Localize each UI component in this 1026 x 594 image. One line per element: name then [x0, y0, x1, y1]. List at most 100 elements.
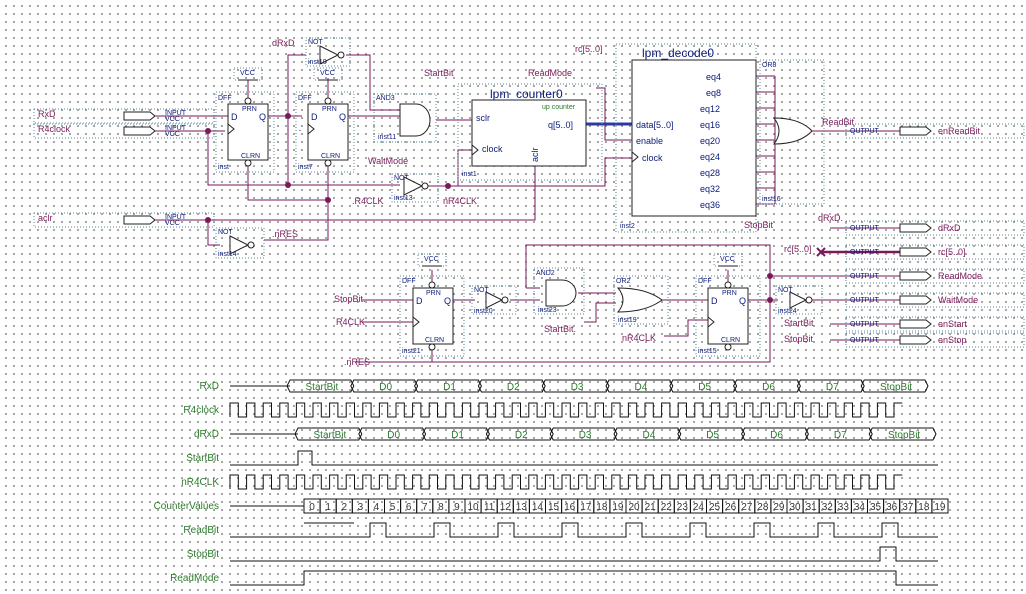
net-waitmode: WaitMode [368, 156, 408, 166]
bus-segment-label: D2 [507, 382, 520, 393]
dff-q: Q [259, 112, 266, 122]
dff-d: D [311, 112, 318, 122]
dff-inst7[interactable]: DFF PRN CLRN D Q inst7 VCC [295, 67, 355, 173]
counter-value: 6 [406, 502, 412, 513]
dff-q: Q [339, 112, 346, 122]
not-inst10[interactable]: NOT inst10 [305, 37, 351, 67]
output-pin-label: OUTPUT [850, 337, 880, 344]
bus-segment [804, 427, 873, 441]
input-r4clock-vcc: VCC [165, 131, 180, 138]
decoder-eq36: eq36 [700, 200, 720, 210]
bus-segment [422, 427, 490, 441]
not-inst20[interactable]: NOT inst20 [471, 285, 517, 315]
counter-value: 8 [438, 502, 444, 513]
decoder-eq24: eq24 [700, 152, 720, 162]
counter-value: 14 [532, 502, 544, 513]
not-inst24[interactable]: NOT inst24 [775, 285, 823, 315]
output-pins[interactable]: OUTPUT enReadBit dRxD. OUTPUT dRxD rc[5.… [784, 123, 1025, 348]
counter-value: 4 [374, 502, 380, 513]
or2-inst19[interactable]: OR2 inst19 [613, 275, 669, 325]
bus-segment-label: StopBit [888, 430, 920, 441]
wave-label-8: ReadMode [170, 573, 219, 584]
output-rc[interactable]: rc[5..0] OUTPUT rc[5..0] [784, 244, 1025, 260]
input-aclr-pin: INPUT [165, 214, 187, 221]
counter-sclr: sclr [476, 113, 490, 123]
inst11-label: inst11 [378, 134, 396, 141]
counter-title: lpm_counter0 [490, 87, 563, 101]
and2-label: AND2 [536, 270, 555, 277]
dff-inst15[interactable]: DFF PRN CLRN D Q inst15 VCC [695, 253, 761, 357]
output-readmode[interactable]: OUTPUT ReadMode [845, 268, 1025, 284]
pulse-wave [230, 546, 938, 562]
not-inst13[interactable]: NOT inst13 [391, 173, 439, 203]
bus-segment-label: D0 [387, 430, 400, 441]
inst21-label: inst21 [402, 348, 421, 355]
pulse-wave [230, 450, 938, 466]
bus-segment-label: D3 [571, 382, 584, 393]
or8-inst16[interactable]: OR8 inst16 [759, 59, 825, 205]
bus-segment [541, 379, 610, 393]
wave-label-4: nR4CLK [181, 477, 219, 488]
bus-segment [613, 427, 682, 441]
bus-segment [294, 427, 363, 441]
wave-label-3: StartBit [186, 453, 219, 464]
counter-value: 2 [341, 502, 347, 513]
readbit-wave [230, 522, 938, 538]
net-stopbit-in: StopBit. [334, 294, 366, 304]
output-pin-label: OUTPUT [850, 321, 880, 328]
bus-segment-label: StartBit [314, 430, 347, 441]
output-drxd[interactable]: dRxD. OUTPUT dRxD [818, 213, 1025, 236]
dff-clrn: CLRN [321, 153, 340, 160]
dff-inst[interactable]: DFF PRN CLRN D Q inst VCC [215, 67, 275, 173]
and3-inst11[interactable]: AND3 inst11 [373, 93, 437, 143]
bus-segment-label: D4 [643, 430, 656, 441]
and2-inst23[interactable]: AND2 inst23 [533, 267, 585, 315]
bus-segment [860, 379, 929, 393]
counter-clock: clock [482, 144, 503, 154]
counter-value: 26 [725, 502, 737, 513]
bus-segment-label: D5 [706, 430, 719, 441]
output-enreadbit[interactable]: OUTPUT enReadBit [845, 123, 1025, 139]
inst13-label: inst13 [394, 195, 413, 202]
counter-value: 20 [628, 502, 640, 513]
output-enreadbit-label: enReadBit [938, 126, 981, 136]
net-stopbit-out: StopBit [784, 334, 814, 344]
net-stopbit: StopBit [744, 220, 774, 230]
bus-segment-label: D3 [579, 430, 592, 441]
vcc-label: VCC [424, 256, 439, 263]
or8-inst: inst16 [762, 196, 781, 203]
counter-value: 36 [886, 502, 898, 513]
counter-value: 18 [596, 502, 608, 513]
dff-d: D [416, 296, 423, 306]
counter-value: 16 [564, 502, 576, 513]
lpm-counter0[interactable]: lpm_counter0 up counter sclr clock aclr … [457, 83, 603, 181]
dff-prn: PRN [322, 106, 337, 113]
and3-label: AND3 [376, 95, 395, 102]
dff-inst21[interactable]: DFF PRN CLRN D Q inst21 VCC [399, 253, 465, 357]
dff-type: DFF [218, 95, 232, 102]
not-inst14[interactable]: NOT inst14 [215, 227, 265, 259]
decoder-eq32: eq32 [700, 184, 720, 194]
wave-label-6: ReadBit [183, 525, 219, 536]
wave-label-5: CounterValues [154, 501, 219, 512]
counter-value: 27 [741, 502, 753, 513]
output-waitmode[interactable]: OUTPUT WaitMode [845, 292, 1025, 308]
lpm-decode0[interactable]: lpm_decode0 data[5..0] enable clock eq4 … [615, 43, 757, 233]
wave-label-1: R4clock [183, 405, 220, 416]
bus-segment-label: D4 [635, 382, 648, 393]
counter-value: 37 [902, 502, 914, 513]
output-waitmode-label: WaitMode [938, 295, 978, 305]
dff-clrn: CLRN [241, 153, 260, 160]
output-pin-label: OUTPUT [850, 297, 880, 304]
counter-value: 30 [789, 502, 801, 513]
counter-value: 33 [838, 502, 850, 513]
counter-value: 19 [934, 502, 946, 513]
not-label: NOT [218, 229, 234, 236]
wave-label-0: RxD [200, 381, 219, 392]
output-enstart[interactable]: StartBit OUTPUT enStart [784, 316, 1025, 332]
bus-segment [549, 427, 618, 441]
counter-value: 3 [358, 502, 364, 513]
output-enstop[interactable]: StopBit OUTPUT enStop [784, 332, 1025, 348]
bus-segment [868, 427, 937, 441]
counter-value: 19 [612, 502, 624, 513]
